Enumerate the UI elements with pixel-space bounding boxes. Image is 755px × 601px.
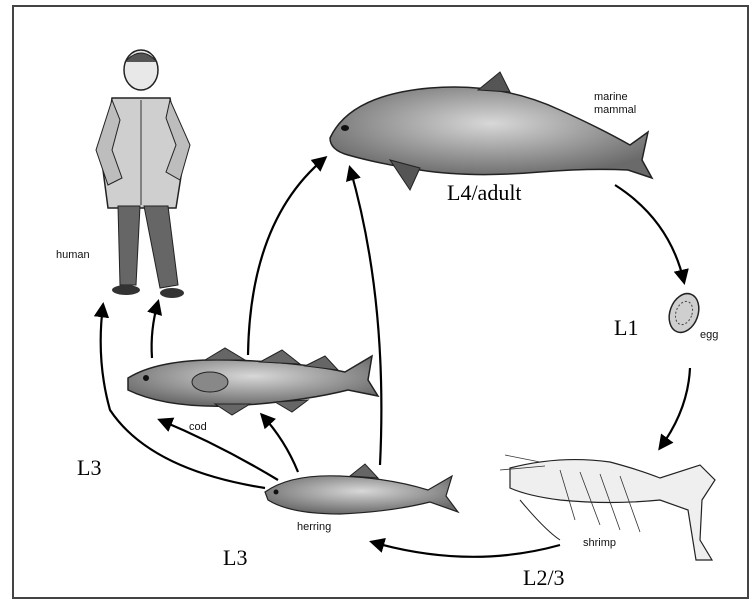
l1-stage-label: L1 — [614, 315, 638, 340]
arrow-shrimp-to-herring — [372, 542, 560, 557]
marine-mammal-figure — [330, 72, 652, 190]
cod-figure — [128, 348, 378, 415]
egg-figure — [664, 289, 704, 336]
arrow-cod-to-mammal — [248, 158, 325, 355]
human-label: human — [56, 249, 90, 261]
marine-mammal-label-line2: mammal — [594, 104, 636, 116]
l3-left-stage-label: L3 — [77, 455, 101, 480]
arrow-herring-to-mammal — [350, 168, 381, 465]
herring-figure — [265, 464, 458, 514]
adult-stage-label: L4/adult — [447, 180, 522, 205]
arrow-egg-to-shrimp — [660, 368, 690, 448]
herring-label: herring — [297, 521, 331, 533]
arrow-herring-to-cod-2 — [262, 415, 298, 472]
cod-label: cod — [189, 421, 207, 433]
human-figure — [96, 50, 190, 298]
l3-bottom-stage-label: L3 — [223, 545, 247, 570]
l2-3-stage-label: L2/3 — [523, 565, 565, 590]
arrow-herring-to-cod — [160, 420, 278, 480]
shrimp-label: shrimp — [583, 537, 616, 549]
egg-label: egg — [700, 329, 718, 341]
arrow-cod-to-human — [152, 302, 158, 358]
arrow-mammal-to-egg — [615, 185, 684, 282]
marine-mammal-label-line1: marine — [594, 91, 628, 103]
